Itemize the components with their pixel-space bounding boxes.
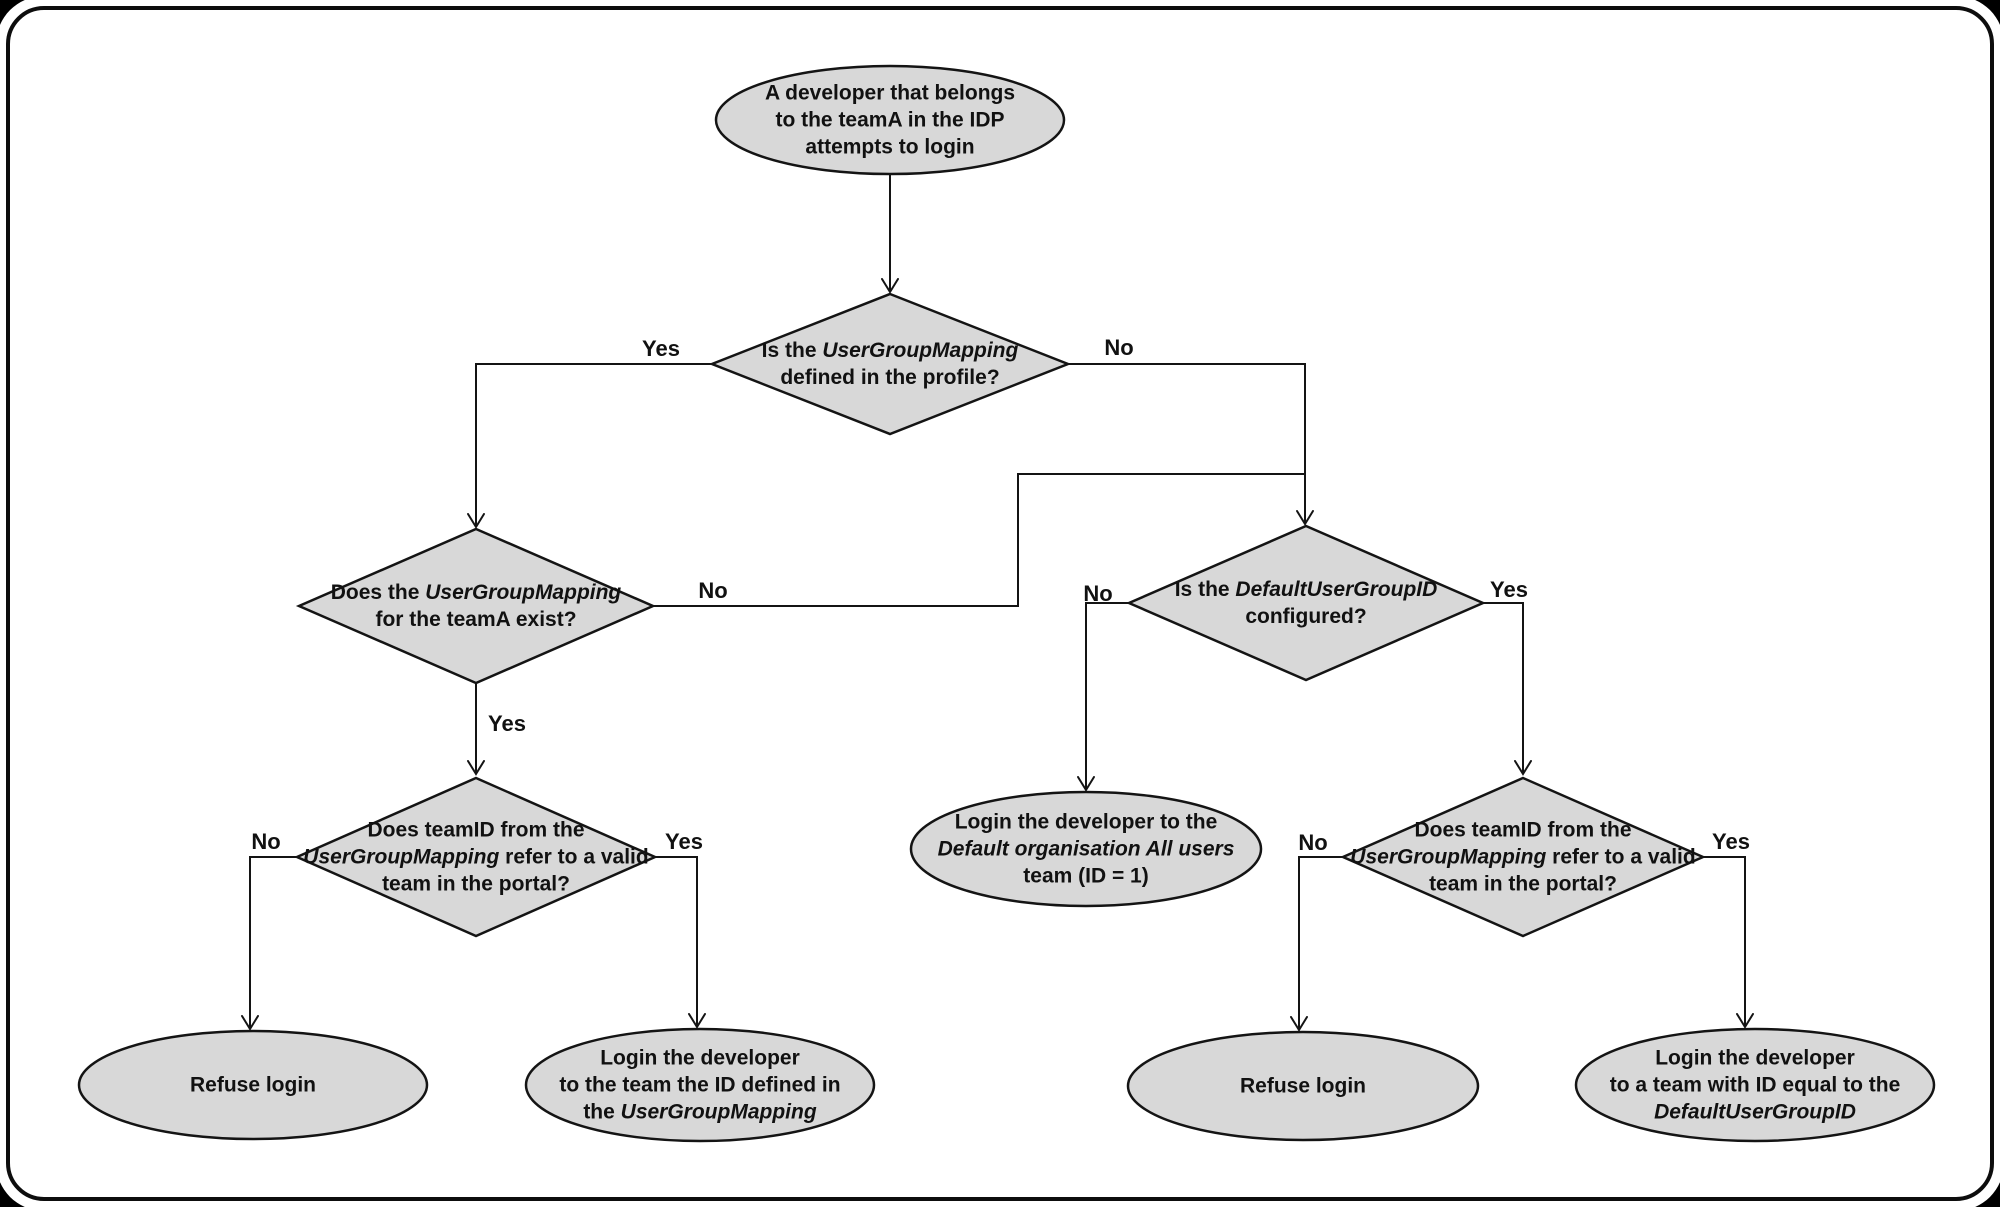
decision-d3-diamond (1125, 524, 1487, 682)
edge-label-d1-yes: Yes (642, 336, 680, 361)
arrowhead-into-default-org (1077, 776, 1095, 792)
arrowhead-into-d1 (881, 278, 899, 294)
edge-label-d5-no: No (1298, 830, 1328, 855)
refuse-left-ellipse (77, 1029, 429, 1141)
arrowhead-into-refuse-left (241, 1015, 259, 1031)
login-mapping-ellipse (524, 1027, 876, 1143)
edge-label-d4-yes: Yes (665, 829, 703, 854)
edge-d3-yes (1483, 602, 1524, 772)
edge-d1-no (1068, 363, 1306, 522)
default-org-ellipse (909, 790, 1263, 908)
start-ellipse (714, 64, 1066, 176)
refuse-left-node-label: Refuse login (189, 1073, 317, 1097)
edge-label-d4-no: No (251, 829, 281, 854)
edge-d2-no-merge (653, 473, 1305, 607)
arrowhead-into-d2 (467, 513, 485, 529)
arrowhead-into-d4 (467, 760, 485, 776)
arrowhead-into-login-default (1736, 1013, 1754, 1029)
decision-d2-diamond (295, 527, 657, 685)
refuse-right-node-label: Refuse login (1239, 1074, 1367, 1098)
login-default-ellipse (1574, 1027, 1936, 1143)
arrowhead-into-login-mapping (688, 1013, 706, 1029)
decision-d4-diamond (293, 776, 659, 938)
decision-d1-diamond (708, 292, 1072, 436)
edge-d4-no (249, 856, 297, 1027)
arrowhead-into-refuse-right (1290, 1016, 1308, 1032)
decision-d5-diamond (1339, 776, 1707, 938)
arrowhead-into-d5 (1514, 760, 1532, 776)
edge-label-d1-no: No (1104, 335, 1134, 360)
edge-d3-no (1085, 602, 1129, 788)
edge-label-d2-yes: Yes (488, 711, 526, 736)
edge-label-d5-yes: Yes (1712, 829, 1750, 854)
edge-d5-no (1298, 856, 1343, 1028)
edge-d5-yes (1703, 856, 1746, 1025)
edge-d4-yes (655, 856, 698, 1025)
arrowhead-into-d3 (1296, 510, 1314, 526)
refuse-right-ellipse (1126, 1030, 1480, 1142)
edge-label-d3-yes: Yes (1490, 577, 1528, 602)
edge-d1-yes (475, 363, 712, 525)
edge-label-d3-no: No (1083, 581, 1113, 606)
edge-label-d2-no: No (698, 578, 728, 603)
